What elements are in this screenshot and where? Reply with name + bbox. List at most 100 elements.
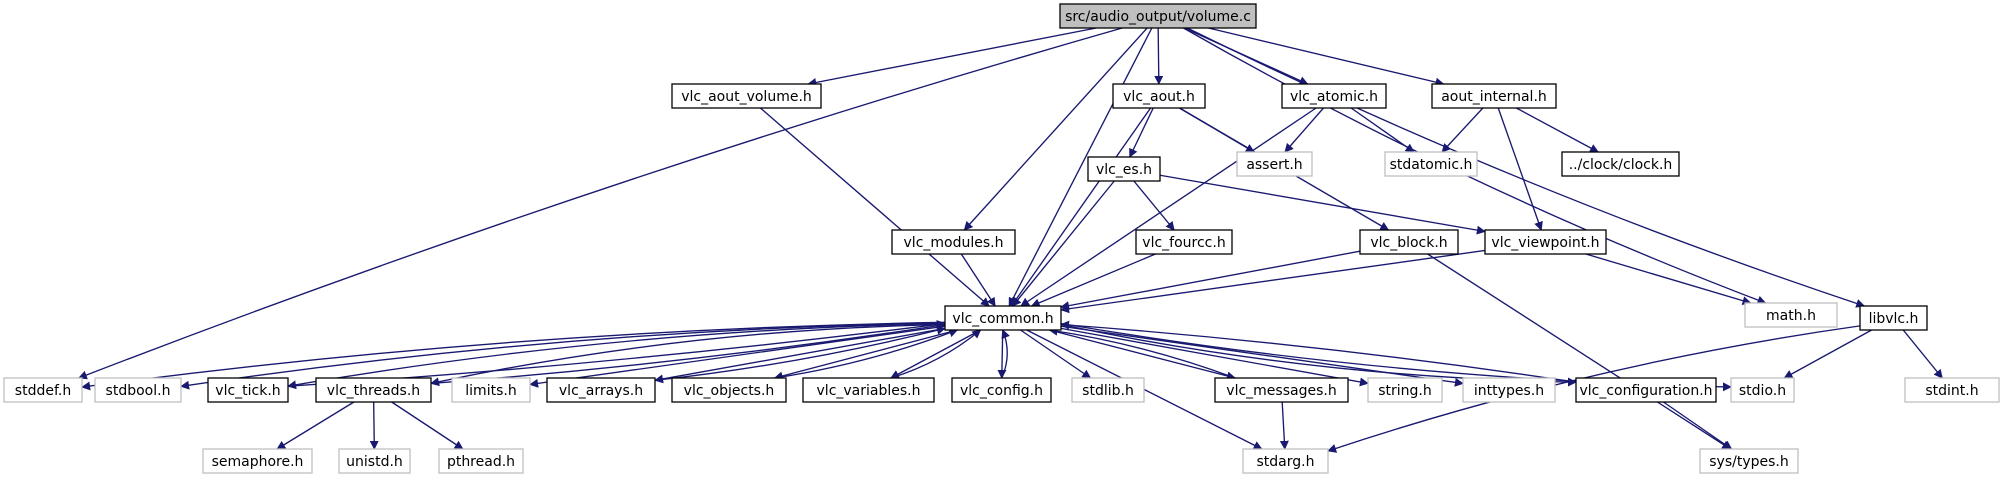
node-string-box — [1367, 377, 1443, 403]
node-objects[interactable]: vlc_objects.h — [671, 377, 787, 403]
node-viewpoint[interactable]: vlc_viewpoint.h — [1484, 229, 1607, 255]
node-aout_volume[interactable]: vlc_aout_volume.h — [671, 83, 822, 109]
edge-common-to-config — [997, 329, 1007, 379]
edge-root-to-aout_volume — [807, 27, 1097, 87]
node-clock[interactable]: ../clock/clock.h — [1561, 151, 1680, 177]
node-es-label: vlc_es.h — [1096, 162, 1152, 178]
node-es[interactable]: vlc_es.h — [1087, 156, 1161, 182]
node-aout_int[interactable]: aout_internal.h — [1431, 83, 1557, 109]
node-root[interactable]: src/audio_output/volume.c — [1059, 3, 1257, 29]
node-fourcc-box — [1135, 229, 1233, 255]
edge-root-to-common — [1008, 27, 1153, 307]
node-arrays[interactable]: vlc_arrays.h — [546, 377, 656, 403]
node-stddef-box — [3, 377, 83, 403]
node-inttypes-label: inttypes.h — [1474, 383, 1544, 399]
node-root-label: src/audio_output/volume.c — [1065, 9, 1251, 25]
edge-messages-to-stdarg — [1279, 401, 1289, 450]
node-string: string.h — [1367, 377, 1443, 403]
node-config-box — [951, 377, 1052, 403]
node-fourcc[interactable]: vlc_fourcc.h — [1135, 229, 1233, 255]
nodes-layer: src/audio_output/volume.c vlc_aout_volume… — [3, 3, 2000, 474]
edge-aout_int-to-viewpoint — [1497, 107, 1543, 231]
node-stddef-label: stddef.h — [15, 383, 71, 399]
edge-configuration-to-common — [1060, 320, 1577, 383]
node-messages-label: vlc_messages.h — [1226, 383, 1336, 399]
edge-root-to-modules — [963, 27, 1148, 231]
node-stdio: stdio.h — [1730, 377, 1795, 403]
node-atomic[interactable]: vlc_atomic.h — [1281, 83, 1387, 109]
node-systypes-label: sys/types.h — [1709, 454, 1788, 470]
node-es-box — [1087, 156, 1161, 182]
node-assert-box — [1236, 151, 1313, 177]
edge-common-to-threads — [430, 323, 946, 387]
node-stdbool-box — [94, 377, 182, 403]
edge-es-to-viewpoint — [1159, 174, 1486, 235]
node-objects-box — [671, 377, 787, 403]
node-stddef: stddef.h — [3, 377, 83, 403]
node-systypes-box — [1699, 448, 1799, 474]
edge-arrays-to-common — [654, 325, 946, 381]
edge-aout_int-to-clock — [1516, 107, 1599, 153]
edge-configuration-to-systypes — [1663, 401, 1733, 450]
node-stdint-label: stdint.h — [1925, 383, 1978, 399]
edge-modules-to-common — [960, 253, 996, 307]
edge-common-to-string — [1060, 327, 1369, 387]
node-threads-label: vlc_threads.h — [327, 383, 420, 399]
node-pthread-label: pthread.h — [447, 454, 515, 470]
node-configuration[interactable]: vlc_configuration.h — [1575, 377, 1717, 403]
node-variables[interactable]: vlc_variables.h — [802, 377, 935, 403]
node-aout_volume-label: vlc_aout_volume.h — [681, 89, 812, 105]
node-arrays-box — [546, 377, 656, 403]
node-tick-box — [207, 377, 289, 403]
edge-atomic-to-assert — [1284, 107, 1325, 153]
node-viewpoint-label: vlc_viewpoint.h — [1491, 235, 1599, 251]
node-messages[interactable]: vlc_messages.h — [1214, 377, 1349, 403]
edge-common-to-stdbool — [180, 322, 946, 390]
node-threads[interactable]: vlc_threads.h — [315, 377, 432, 403]
node-aout[interactable]: vlc_aout.h — [1112, 83, 1206, 109]
node-math: math.h — [1744, 302, 1838, 328]
node-assert: assert.h — [1236, 151, 1313, 177]
node-objects-label: vlc_objects.h — [684, 383, 775, 399]
node-messages-box — [1214, 377, 1349, 403]
edge-common-to-objects — [773, 329, 958, 381]
edge-viewpoint-to-math — [1585, 253, 1752, 306]
node-atomic-label: vlc_atomic.h — [1290, 89, 1378, 105]
node-atomic-box — [1281, 83, 1387, 109]
edge-root-to-aout — [1154, 27, 1164, 85]
node-stdint: stdint.h — [1904, 377, 2000, 403]
node-stdlib-label: stdlib.h — [1082, 383, 1134, 399]
edge-viewpoint-to-common — [1060, 249, 1486, 314]
edge-libvlc-to-stdio — [1783, 329, 1872, 379]
edge-fourcc-to-common — [1030, 253, 1156, 308]
edge-root-to-aout_int — [1208, 27, 1445, 87]
node-unistd: unistd.h — [338, 448, 411, 474]
node-stdatomic: stdatomic.h — [1384, 151, 1478, 177]
edge-common-to-messages — [1049, 329, 1236, 381]
node-modules[interactable]: vlc_modules.h — [891, 229, 1016, 255]
edge-block-to-common — [1060, 250, 1361, 311]
node-block-label: vlc_block.h — [1370, 235, 1447, 251]
node-root-box — [1059, 3, 1257, 29]
edge-common-to-inttypes — [1060, 325, 1464, 387]
node-stdbool: stdbool.h — [94, 377, 182, 403]
node-configuration-box — [1575, 377, 1717, 403]
node-libvlc[interactable]: libvlc.h — [1859, 305, 1928, 331]
node-assert-label: assert.h — [1246, 157, 1302, 173]
node-semaphore-box — [202, 448, 313, 474]
edge-common-to-stddef — [81, 321, 946, 391]
edge-es-to-common — [1012, 180, 1115, 307]
node-config[interactable]: vlc_config.h — [951, 377, 1052, 403]
edge-common-to-variables — [890, 329, 981, 379]
node-stdbool-label: stdbool.h — [106, 383, 171, 399]
node-variables-label: vlc_variables.h — [817, 383, 921, 399]
node-common[interactable]: vlc_common.h — [944, 305, 1062, 331]
node-tick[interactable]: vlc_tick.h — [207, 377, 289, 403]
node-aout-label: vlc_aout.h — [1123, 89, 1195, 105]
edge-libvlc-to-stdarg — [1327, 325, 1861, 453]
edge-objects-to-common — [774, 328, 959, 379]
node-block[interactable]: vlc_block.h — [1359, 229, 1459, 255]
node-unistd-box — [338, 448, 411, 474]
node-inttypes-box — [1462, 377, 1556, 403]
